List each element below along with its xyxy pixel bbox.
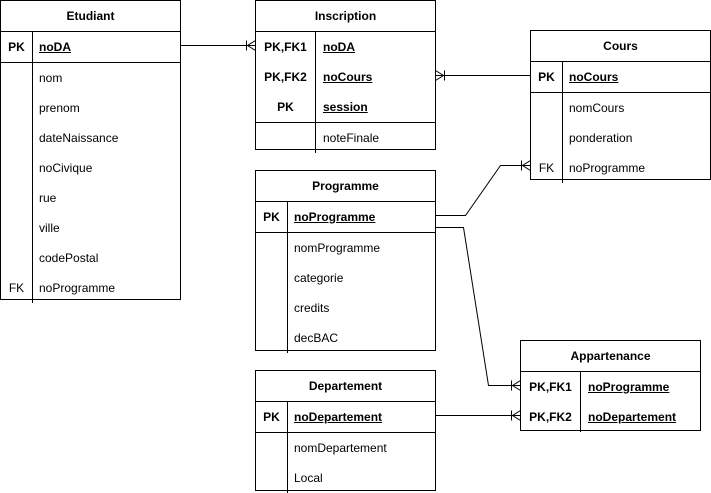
attribute-row[interactable]: FK noProgramme: [531, 153, 710, 183]
key-marker: [1, 93, 33, 123]
rel-programme-appartenance: [435, 227, 521, 391]
attribute-name: noProgramme: [294, 210, 376, 224]
attribute-row[interactable]: ponderation: [531, 123, 710, 153]
attribute-name: noProgramme: [588, 380, 670, 394]
attribute-name: noCivique: [39, 161, 93, 175]
key-marker: PK,FK1: [256, 32, 316, 62]
attribute-row[interactable]: PK,FK2 noDepartement: [521, 402, 700, 432]
attribute-row[interactable]: noteFinale: [256, 123, 435, 153]
attribute-row[interactable]: noCivique: [1, 153, 180, 183]
key-marker: PK,FK2: [521, 402, 581, 432]
attribute-row[interactable]: nomDepartement: [256, 433, 435, 463]
attribute-row[interactable]: PK session: [256, 92, 435, 123]
attribute-name: codePostal: [39, 251, 99, 265]
key-marker: PK: [1, 32, 33, 62]
entity-title: Etudiant: [1, 1, 180, 32]
key-marker: FK: [1, 273, 33, 303]
attribute-name: rue: [39, 191, 57, 205]
attribute-name: noProgramme: [569, 161, 646, 175]
key-marker: [256, 263, 288, 293]
attribute-name: session: [323, 100, 368, 114]
key-marker: [256, 293, 288, 323]
attribute-row[interactable]: PK noDA: [1, 32, 180, 63]
attribute-name: noteFinale: [323, 131, 380, 145]
rel-etudiant-inscription: [180, 40, 256, 51]
attribute-row[interactable]: nom: [1, 63, 180, 93]
attribute-name: noProgramme: [39, 281, 116, 295]
key-marker: [531, 123, 563, 153]
key-marker: [1, 153, 33, 183]
attribute-name: noCours: [569, 70, 619, 84]
key-marker: [256, 463, 288, 493]
key-marker: [531, 93, 563, 123]
key-marker: [1, 123, 33, 153]
attribute-name: noDepartement: [588, 410, 677, 424]
attribute-row[interactable]: dateNaissance: [1, 123, 180, 153]
attribute-row[interactable]: PK noCours: [531, 62, 710, 93]
attribute-row[interactable]: categorie: [256, 263, 435, 293]
attribute-name: noDA: [323, 40, 355, 54]
key-marker: FK: [531, 153, 563, 183]
attribute-name: ville: [39, 221, 60, 235]
entity-departement[interactable]: Departement PK noDepartement nomDepartemen…: [255, 370, 436, 493]
attribute-name: categorie: [294, 271, 344, 285]
key-marker: [1, 243, 33, 273]
attribute-name: ponderation: [569, 131, 633, 145]
attribute-row[interactable]: PK,FK1 noDA: [256, 32, 435, 62]
attribute-row[interactable]: PK,FK2 noCours: [256, 62, 435, 92]
rel-programme-cours: [435, 160, 531, 216]
key-marker: PK: [256, 202, 288, 232]
attribute-row[interactable]: FK noProgramme: [1, 273, 180, 303]
attribute-name: noDepartement: [294, 410, 383, 424]
entity-etudiant[interactable]: Etudiant PK noDA nom prenom dateNaissance noC…: [0, 0, 181, 303]
attribute-name: credits: [294, 301, 330, 315]
attribute-name: Local: [294, 471, 323, 485]
key-marker: PK: [256, 402, 288, 432]
entity-title: Appartenance: [521, 341, 700, 372]
attribute-row[interactable]: ville: [1, 213, 180, 243]
attribute-row[interactable]: nomProgramme: [256, 233, 435, 263]
entity-programme[interactable]: Programme PK noProgramme nomProgramme categ…: [255, 170, 436, 353]
entity-title: Departement: [256, 371, 435, 402]
key-marker: [1, 213, 33, 243]
attribute-row[interactable]: PK noProgramme: [256, 202, 435, 233]
attribute-row[interactable]: rue: [1, 183, 180, 213]
entity-title: Inscription: [256, 1, 435, 32]
key-marker: [1, 183, 33, 213]
attribute-row[interactable]: PK noDepartement: [256, 402, 435, 433]
attribute-row[interactable]: Local: [256, 463, 435, 493]
rel-departement-appartenance: [435, 410, 521, 421]
attribute-row[interactable]: codePostal: [1, 243, 180, 273]
entity-title: Programme: [256, 171, 435, 202]
key-marker: PK: [256, 92, 316, 122]
key-marker: [256, 323, 288, 353]
attribute-name: nom: [39, 71, 63, 85]
attribute-name: nomCours: [569, 101, 625, 115]
key-marker: PK,FK1: [521, 372, 581, 402]
key-marker: [256, 233, 288, 263]
key-marker: PK,FK2: [256, 62, 316, 92]
rel-cours-inscription: [435, 70, 531, 81]
attribute-name: decBAC: [294, 331, 339, 345]
attribute-name: dateNaissance: [39, 131, 119, 145]
attribute-name: noCours: [323, 70, 373, 84]
attribute-row[interactable]: credits: [256, 293, 435, 323]
attribute-name: nomProgramme: [294, 241, 381, 255]
key-marker: [256, 123, 316, 153]
entity-title: Cours: [531, 31, 710, 62]
attribute-row[interactable]: prenom: [1, 93, 180, 123]
key-marker: [1, 63, 33, 93]
attribute-row[interactable]: nomCours: [531, 93, 710, 123]
attribute-row[interactable]: decBAC: [256, 323, 435, 353]
key-marker: [256, 433, 288, 463]
attribute-name: nomDepartement: [294, 441, 387, 455]
attribute-name: prenom: [39, 101, 80, 115]
attribute-row[interactable]: PK,FK1 noProgramme: [521, 372, 700, 402]
attribute-name: noDA: [39, 40, 71, 54]
key-marker: PK: [531, 62, 563, 92]
